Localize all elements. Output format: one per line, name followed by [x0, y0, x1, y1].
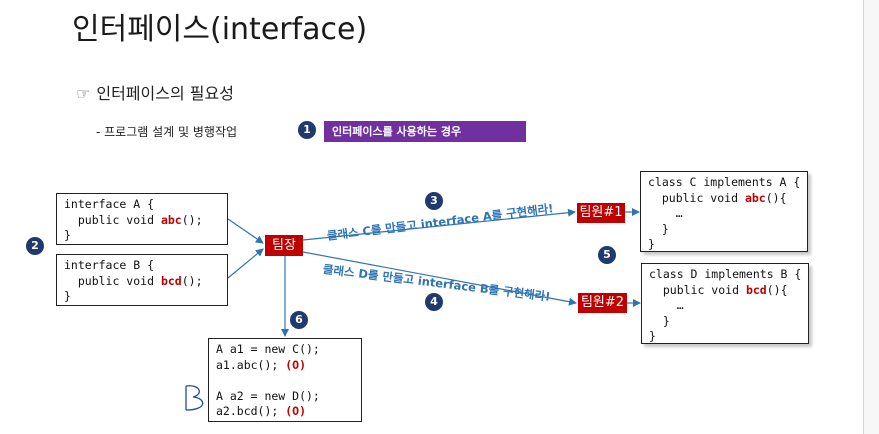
vertical-scrollbar[interactable] [864, 0, 879, 434]
step-badge-5: 5 [598, 246, 616, 264]
bullet-heading: ☞ 인터페이스의 필요성 [76, 80, 234, 104]
step-badge-3: 3 [425, 192, 443, 210]
subtopic-text: - 프로그램 설계 및 병행작업 [96, 125, 238, 139]
interface-b-box: interface B { public void bcd(); } [56, 254, 228, 306]
step-badge-4: 4 [425, 293, 443, 311]
usage-code-box: A a1 = new C(); a1.abc(); (O) A a2 = new… [208, 338, 362, 422]
arrow-b-to-leader [227, 248, 264, 279]
class-d-box: class D implements B { public void bcd()… [641, 263, 809, 344]
page-title: 인터페이스(interface) [72, 12, 368, 47]
step-badge-2: 2 [26, 237, 44, 255]
pointing-hand-icon: ☞ [76, 84, 91, 103]
step-badge-1: 1 [298, 121, 316, 139]
step-badge-6: 6 [290, 311, 308, 329]
team-member-1-tag: 팀원#1 [577, 203, 625, 223]
arrow-leader-to-member2 [302, 251, 577, 306]
bullet-text: 인터페이스의 필요성 [96, 84, 234, 103]
interface-a-box: interface A { public void abc(); } [56, 193, 228, 245]
team-leader-tag: 팀장 [265, 235, 303, 256]
usage-case-label: 인터페이스를 사용하는 경우 [324, 121, 526, 142]
arrow-leader-to-member1 [302, 208, 576, 241]
arrow-a-to-leader [227, 218, 264, 244]
slide-edge-divider [863, 0, 864, 434]
team-member-2-tag: 팀원#2 [578, 293, 627, 313]
class-c-box: class C implements A { public void abc()… [640, 171, 808, 252]
handwritten-b-mark [185, 385, 204, 411]
